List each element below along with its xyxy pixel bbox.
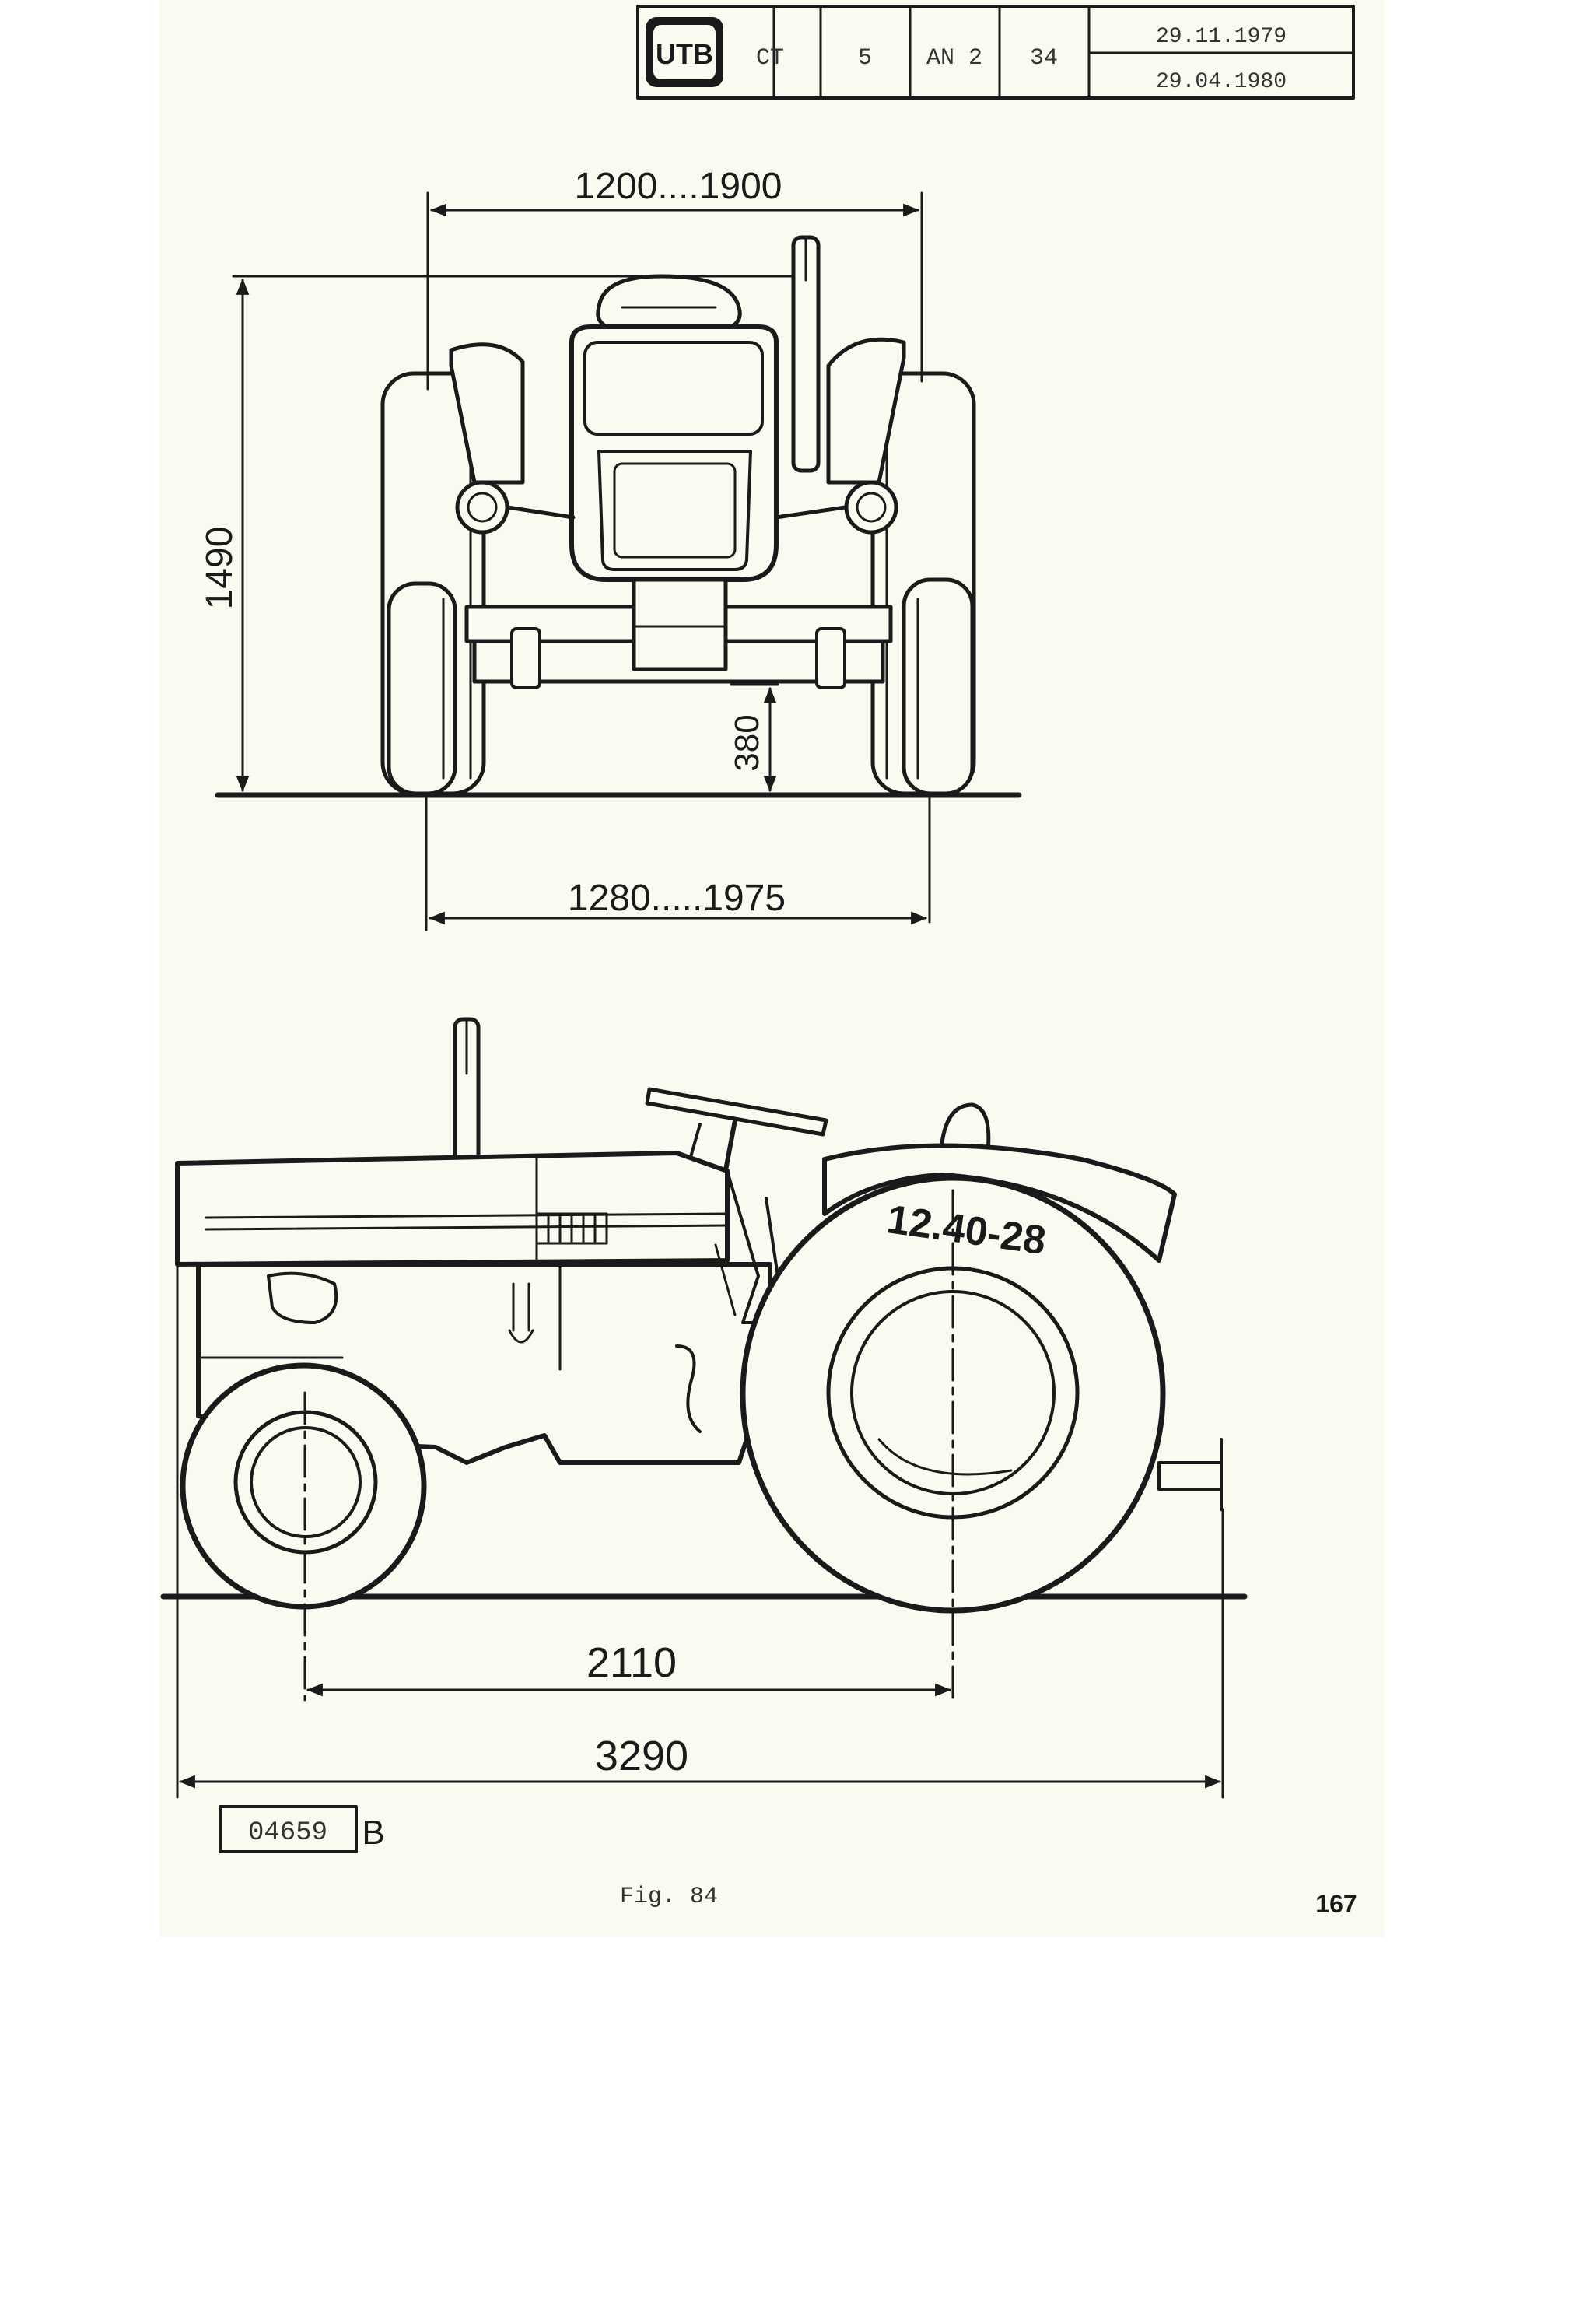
drawing-number-box: 04659 B: [219, 1805, 385, 1853]
drawing-suffix: B: [362, 1814, 384, 1852]
ref-cell: AN 2: [926, 45, 982, 72]
date-second: 29.04.1980: [1156, 70, 1287, 94]
document-page: [159, 0, 1385, 1937]
tractor-front-view: 1200....1900 1490 380 1280.....1975: [199, 166, 1022, 931]
logo-text: UTB: [656, 38, 713, 70]
drawing-number: 04659: [248, 1818, 327, 1848]
section-cell: 5: [858, 45, 872, 72]
figure-caption: Fig. 84: [620, 1884, 718, 1910]
dim-track-lower: 1280.....1975: [568, 878, 786, 919]
number-cell: 34: [1030, 45, 1058, 72]
code-cell: CT: [756, 45, 784, 72]
dim-wheelbase: 2110: [586, 1639, 677, 1686]
tractor-side-view: 12.40-28 2110 3290: [160, 1017, 1248, 1799]
dim-height: 1490: [199, 527, 240, 610]
dim-track-upper: 1200....1900: [575, 166, 782, 207]
title-block: UTB CT 5 AN 2 34 29.11.1979 29.04.1980: [636, 5, 1355, 100]
page-number: 167: [1315, 1890, 1357, 1918]
utb-logo-icon: UTB: [646, 17, 723, 87]
dim-ground-clearance: 380: [728, 714, 766, 771]
dim-overall-length: 3290: [595, 1733, 688, 1779]
date-first: 29.11.1979: [1156, 25, 1287, 49]
